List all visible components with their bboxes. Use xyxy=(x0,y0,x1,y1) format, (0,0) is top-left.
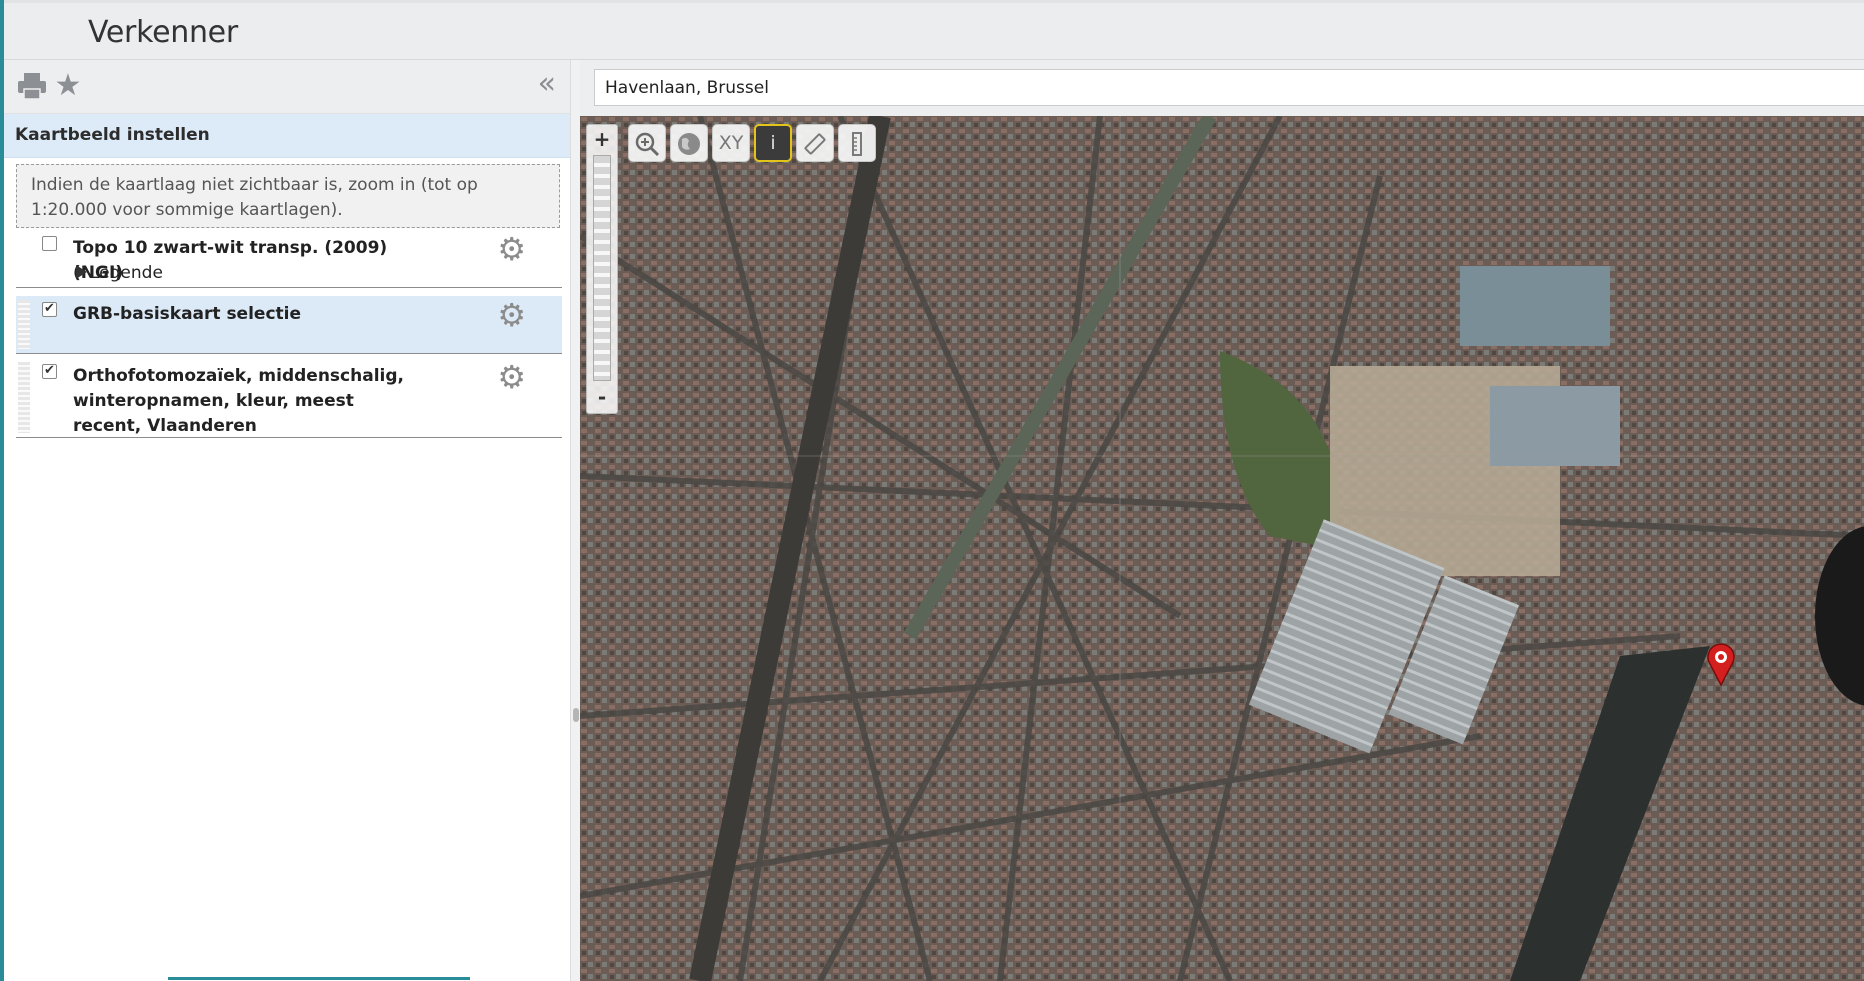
layer-visibility-checkbox[interactable] xyxy=(42,236,57,251)
print-icon[interactable] xyxy=(14,68,50,104)
zoom-control: + - xyxy=(586,124,618,414)
star-icon[interactable]: ★ xyxy=(54,68,82,103)
location-marker-icon[interactable] xyxy=(1705,642,1737,687)
gear-icon[interactable]: ⚙ xyxy=(497,358,526,396)
map-view[interactable]: + - XY i xyxy=(580,116,1864,981)
collapse-panel-button[interactable]: « xyxy=(537,66,556,101)
expand-triangle-icon xyxy=(76,265,87,279)
layer-item-orthofoto[interactable]: ✔ Orthofotomozaïek, middenschalig, winte… xyxy=(16,358,562,438)
zoom-slider[interactable] xyxy=(593,155,611,381)
layers-panel: ★ « Kaartbeeld instellen Indien de kaart… xyxy=(4,60,570,981)
zoom-in-button[interactable]: + xyxy=(593,127,611,151)
search-input[interactable] xyxy=(594,69,1864,106)
panel-toolbar: ★ « xyxy=(4,60,570,114)
drag-handle[interactable] xyxy=(18,300,30,349)
zoom-info-message: Indien de kaartlaag niet zichtbaar is, z… xyxy=(16,164,560,228)
layer-name: Orthofotomozaïek, middenschalig, wintero… xyxy=(73,366,404,436)
zoom-box-icon[interactable] xyxy=(628,124,666,162)
layer-visibility-checkbox[interactable]: ✔ xyxy=(42,302,57,317)
app-title: Verkenner xyxy=(88,15,238,50)
search-bar xyxy=(580,60,1864,116)
xy-icon[interactable]: XY xyxy=(712,124,750,162)
section-title: Kaartbeeld instellen xyxy=(15,125,210,145)
panel-splitter[interactable] xyxy=(570,60,580,981)
scroll-indicator xyxy=(168,977,470,980)
layer-visibility-checkbox[interactable]: ✔ xyxy=(42,364,57,379)
info-icon[interactable]: i xyxy=(754,124,792,162)
layer-item-topo10[interactable]: Topo 10 zwart-wit transp. (2009) (NGI) ⚙… xyxy=(16,230,562,288)
drag-handle[interactable] xyxy=(18,362,30,433)
gear-icon[interactable]: ⚙ xyxy=(497,230,526,268)
section-header: Kaartbeeld instellen xyxy=(4,114,570,158)
elevation-profile-icon[interactable] xyxy=(838,124,876,162)
gear-icon[interactable]: ⚙ xyxy=(497,296,526,334)
left-accent-bar xyxy=(0,0,4,981)
layer-name: GRB-basiskaart selectie xyxy=(73,304,302,324)
legend-label: Legende xyxy=(90,263,163,283)
splitter-grip[interactable] xyxy=(573,708,579,722)
zoom-out-button[interactable]: - xyxy=(597,385,607,409)
legend-toggle[interactable]: Legende xyxy=(76,263,163,283)
app-titlebar: Verkenner xyxy=(4,0,1864,60)
layer-item-grb[interactable]: ✔ GRB-basiskaart selectie ⚙ xyxy=(16,296,562,354)
globe-icon[interactable] xyxy=(670,124,708,162)
aerial-photo xyxy=(580,116,1864,981)
measure-ruler-icon[interactable] xyxy=(796,124,834,162)
